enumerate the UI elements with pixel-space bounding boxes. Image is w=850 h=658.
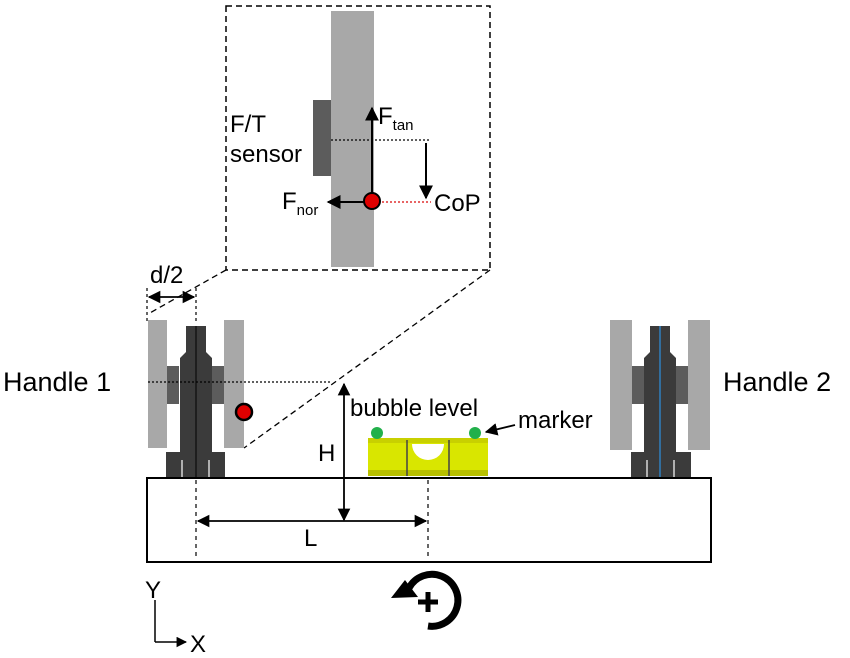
bubble-level-bubble <box>412 444 444 460</box>
inset-handle-plate <box>331 11 374 267</box>
cop-label: CoP <box>434 190 481 217</box>
zoom-guide-right <box>243 269 491 449</box>
f-tan-sub: tan <box>393 117 414 134</box>
handle-1 <box>148 320 254 478</box>
marker-pointer-arrow <box>484 423 516 436</box>
marker-dot-right <box>469 427 481 439</box>
sensor-label-line1: F/T <box>230 111 266 138</box>
inset-zoom: F/T sensor Ftan Fnor CoP <box>225 5 491 271</box>
f-tan-main: F <box>378 103 393 130</box>
handle-1-label: Handle 1 <box>3 367 111 397</box>
clockwise-rotation-plus-icon <box>391 570 462 630</box>
handle-2 <box>610 320 710 478</box>
half-distance-dimension: d/2 <box>146 262 197 322</box>
handle-2-sensor-left <box>632 366 645 404</box>
handle-2-sensor-right <box>675 366 688 404</box>
sensor-label-line2: sensor <box>230 141 302 168</box>
bubble-level-label: bubble level <box>350 395 478 422</box>
d2-label: d/2 <box>150 262 183 289</box>
handle-1-sensor-right <box>211 366 224 404</box>
height-dimension: H <box>148 381 351 522</box>
rotation-arc <box>405 570 462 630</box>
height-label: H <box>318 440 335 467</box>
bubble-level-top-cap <box>368 438 488 444</box>
marker-label: marker <box>518 407 593 434</box>
inset-ft-sensor <box>313 100 331 176</box>
handle-1-sensor-left <box>167 366 179 404</box>
axis-x-label: X <box>190 631 206 658</box>
length-dimension: L <box>195 480 429 560</box>
handle-1-plate-left <box>148 320 167 448</box>
handle-2-plate-right <box>688 320 710 450</box>
bubble-level-bottom-cap <box>368 470 488 476</box>
marker-dot-left <box>371 427 383 439</box>
rotation-arrowhead <box>391 580 418 598</box>
length-label: L <box>304 525 317 552</box>
handle-1-cop-point <box>234 402 254 422</box>
handle-2-plate-left <box>610 320 632 450</box>
bubble-level <box>368 427 488 476</box>
handle-2-base <box>631 452 691 478</box>
inset-border <box>225 5 491 271</box>
handle-1-plate-right <box>224 320 244 448</box>
axis-y-label: Y <box>145 577 161 604</box>
f-nor-main: F <box>282 188 297 215</box>
base-board <box>146 477 712 563</box>
handle-2-label: Handle 2 <box>723 367 831 397</box>
f-nor-label: Fnor <box>282 188 318 219</box>
f-nor-sub: nor <box>297 202 319 219</box>
f-tan-label: Ftan <box>378 103 414 134</box>
coordinate-axes: Y X <box>145 577 206 658</box>
inset-cop-point <box>363 192 381 210</box>
